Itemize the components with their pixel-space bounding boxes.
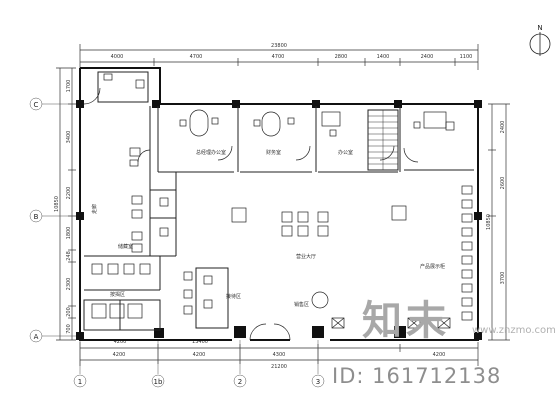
room-label-display: 产品展示柜 — [420, 263, 445, 270]
dim-top-4: 2800 — [335, 54, 348, 60]
dim-right-2: 2600 — [500, 177, 506, 190]
room-label-office-1: 总经理办公室 — [196, 149, 226, 156]
dim-bottom-2: 4200 — [193, 352, 206, 358]
axis-label-1b: 1b — [154, 378, 163, 386]
dim-left-4: 1800 — [66, 227, 72, 240]
dim-left-3: 2200 — [66, 187, 72, 200]
watermark-site: www.znzmo.com — [472, 325, 556, 336]
dimension-labels: 23800 4000 4700 4700 2800 1400 2400 1100… — [54, 43, 506, 370]
north-label: N — [537, 24, 542, 32]
dim-bottom-4: 4200 — [433, 352, 446, 358]
dim-left-6: 2300 — [66, 278, 72, 291]
dim-top-5: 1400 — [377, 54, 390, 60]
room-label-office-3: 办公室 — [338, 149, 353, 156]
dim-top-3: 4700 — [272, 54, 285, 60]
door-swings — [83, 87, 419, 341]
axis-label-2: 2 — [238, 378, 242, 386]
axis-label-3: 3 — [316, 378, 320, 386]
dim-top-7: 1100 — [460, 54, 473, 60]
dim-left-total: 10850 — [54, 196, 60, 212]
dim-bottom-small-2: 4200 — [114, 339, 127, 345]
dim-right-3: 3700 — [500, 272, 506, 285]
axis-label-b: B — [34, 213, 39, 221]
dim-left-7: 200 — [66, 307, 72, 317]
room-label-hall: 营业大厅 — [296, 253, 316, 260]
stair-treads — [368, 110, 398, 170]
axis-label-c: C — [34, 101, 39, 109]
dim-left-5: 248 — [66, 251, 72, 261]
north-arrow-icon — [529, 32, 551, 56]
dim-left-2: 3400 — [66, 131, 72, 144]
dim-top-total: 23800 — [271, 43, 287, 49]
room-label-office-2: 财务室 — [266, 149, 281, 156]
dim-top-1: 4000 — [111, 54, 124, 60]
axis-label-1: 1 — [78, 378, 82, 386]
dim-bottom-3: 4300 — [273, 352, 286, 358]
structural-columns — [76, 100, 482, 340]
axis-label-a: A — [34, 333, 39, 341]
dim-left-1: 1700 — [66, 80, 72, 93]
dim-bottom-1: 4200 — [113, 352, 126, 358]
interior-partitions — [83, 71, 474, 331]
dim-top-2: 4700 — [190, 54, 203, 60]
room-label-storage: 储藏室 — [118, 243, 133, 250]
dim-bottom-total: 21200 — [271, 364, 287, 370]
room-label-sales: 销售区 — [294, 301, 309, 308]
furniture — [91, 73, 473, 329]
grid-axes — [29, 97, 325, 388]
dim-right-1: 2400 — [500, 121, 506, 134]
dim-right-total: 10850 — [486, 214, 492, 230]
room-label-reception: 接待区 — [226, 293, 241, 300]
room-label-mortgage: 按揭区 — [110, 291, 125, 298]
room-label-corridor: 走廊 — [91, 204, 98, 214]
watermark-id: ID: 161712138 — [332, 364, 502, 388]
dim-top-6: 2400 — [421, 54, 434, 60]
dim-bottom-small-1: 13400 — [192, 339, 208, 345]
watermark-logo: 知末 — [362, 298, 450, 344]
dim-left-8: 700 — [66, 324, 72, 334]
